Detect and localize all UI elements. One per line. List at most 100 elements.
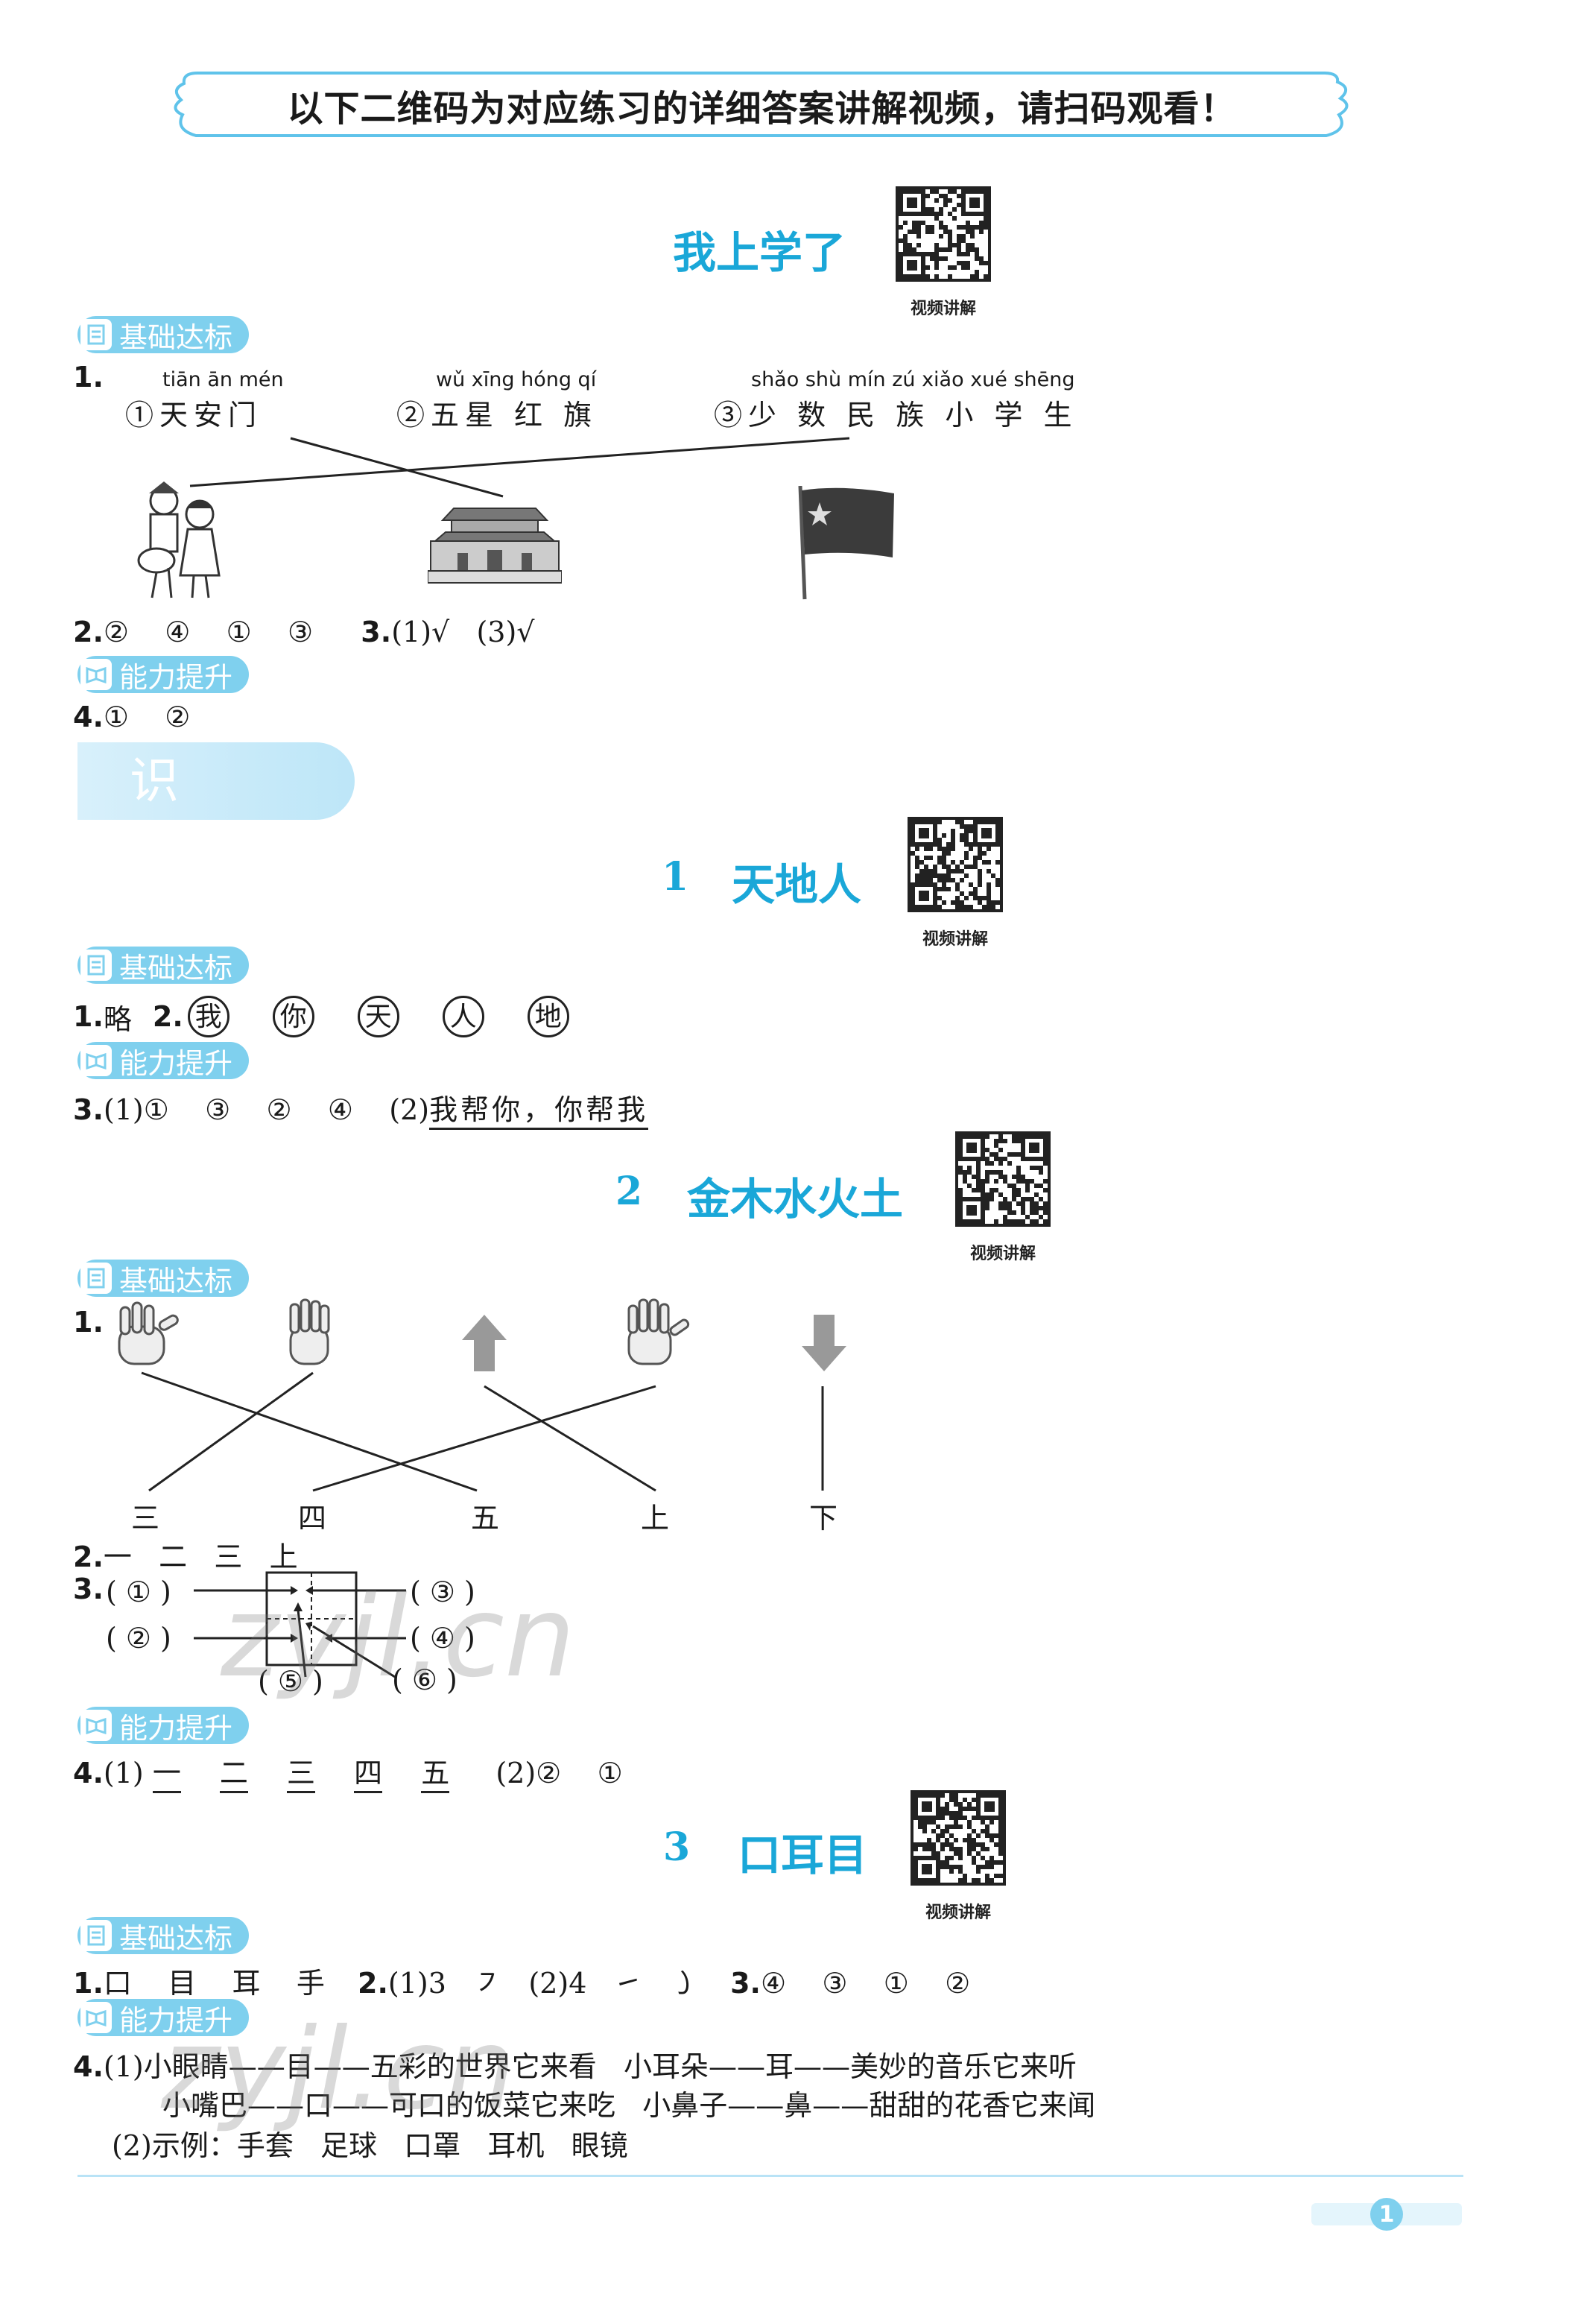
page-number-badge: 1 <box>1310 2197 1463 2231</box>
answer: (2)② ① <box>495 1757 623 1789</box>
book-icon <box>80 1045 112 1076</box>
banner-cloud-border <box>174 72 1349 137</box>
qr-caption: 视频讲解 <box>910 300 976 318</box>
section-number: 1 <box>662 854 689 900</box>
match-label: 三 <box>131 1502 160 1535</box>
qr-code[interactable] <box>911 1790 1006 1886</box>
answer: (1)小眼睛——目——五彩的世界它来看 小耳朵——耳——美妙的音乐它来听 <box>103 2050 1077 2083</box>
banner-text: 以下二维码为对应练习的详细答案讲解视频，请扫码观看！ <box>287 88 1237 130</box>
section-title: 口耳目 <box>738 1830 868 1880</box>
pinyin: tiān ān mén <box>162 368 284 391</box>
q-number: 1. <box>73 1306 104 1339</box>
tag-label: 能力提升 <box>119 1046 233 1080</box>
tag-basic: 基础达标 <box>77 1917 250 1955</box>
q1-pictures <box>118 1298 846 1371</box>
document-icon <box>80 319 112 350</box>
answer: (1) <box>103 1757 144 1789</box>
tag-label: 基础达标 <box>119 320 233 354</box>
answer: (1)① ③ ② ④ (2) <box>103 1093 430 1126</box>
document-icon <box>80 1263 112 1294</box>
answer: (1)√ (3)√ <box>391 616 535 648</box>
section-title: 我上学了 <box>673 227 846 278</box>
hand-four-icon <box>289 1298 330 1365</box>
q-number: 2. <box>73 616 104 648</box>
answer-line: 4.(1) 一 二 三 四 五 (2)② ① <box>73 1750 623 1793</box>
tag-advance: 能力提升 <box>77 1707 250 1745</box>
answer: 小嘴巴——口——可口的饭菜它来吃 小鼻子——鼻——甜甜的花香它来闻 <box>162 2089 1096 2122</box>
q-number: 1. <box>73 1967 104 2000</box>
document-icon <box>80 950 112 981</box>
tag-label: 能力提升 <box>119 2003 233 2037</box>
national-flag-illustration <box>798 486 894 600</box>
tag-label: 基础达标 <box>119 1921 233 1955</box>
match-label: 下 <box>809 1502 838 1535</box>
circled-char: 人 <box>442 996 484 1037</box>
q-number: 4. <box>73 2050 104 2083</box>
hand-three-icon <box>118 1301 179 1365</box>
arrow-up-icon <box>462 1315 507 1371</box>
qr-code[interactable] <box>908 817 1003 912</box>
top-banner: 以下二维码为对应练习的详细答案讲解视频，请扫码观看！ <box>168 67 1356 143</box>
qr-code[interactable] <box>896 186 991 282</box>
underlined-answer: 四 <box>354 1757 383 1793</box>
qr-pattern <box>911 820 1000 909</box>
tag-basic: 基础达标 <box>77 947 250 985</box>
pinyin: shǎo shù mín zú xiǎo xué shēng <box>751 368 1075 391</box>
circled-char: 我 <box>187 996 229 1037</box>
tag-advance: 能力提升 <box>77 1042 250 1080</box>
circled-char: 天 <box>357 996 399 1037</box>
section-title: 金木水火土 <box>687 1174 904 1225</box>
book-icon <box>80 2002 112 2033</box>
tian-grid-diagram <box>194 1571 406 1678</box>
q-number: 2. <box>152 1000 183 1033</box>
underlined-answer: 三 <box>287 1757 316 1793</box>
underlined-answer: 一 <box>152 1757 181 1793</box>
stroke-mark: ( ⑤ ) <box>258 1665 323 1698</box>
item-text: ③少 数 民 族 小 学 生 <box>714 399 1078 432</box>
qr-caption: 视频讲解 <box>969 1245 1036 1263</box>
answer-line: 4.① ② <box>73 701 190 733</box>
qr-pattern <box>913 1793 1003 1883</box>
answer-line: 1.口 目 耳 手 2.(1)3 ㇇ (2)4 ㇀ ㇁ 3.④ ③ ① ② <box>73 1960 970 2001</box>
answer-line: 2.② ④ ① ③ 3.(1)√ (3)√ <box>73 616 535 648</box>
tag-advance: 能力提升 <box>77 656 250 694</box>
qr-pattern <box>958 1134 1048 1224</box>
circled-char: 地 <box>527 996 569 1037</box>
watermark: zyjl.cn <box>221 1573 576 1702</box>
answer: 口 目 耳 手 <box>103 1967 325 2000</box>
answer: (2)示例：手套 足球 口罩 耳机 眼镜 <box>112 2129 628 2162</box>
underlined-answer: 我帮你，你帮我 <box>429 1093 649 1130</box>
item-text: ①天安门 <box>125 399 263 432</box>
q-number: 1. <box>73 361 104 394</box>
q-number: 2. <box>73 1541 104 1573</box>
qr-caption: 视频讲解 <box>922 930 988 949</box>
tag-label: 基础达标 <box>119 951 233 985</box>
children-illustration <box>137 481 221 598</box>
answer-line: 3.(1)① ③ ② ④ (2)我帮你，你帮我 <box>73 1087 649 1130</box>
qr-code[interactable] <box>955 1131 1051 1227</box>
pinyin: wǔ xīng hóng qí <box>436 368 597 391</box>
match-label: 四 <box>298 1502 327 1535</box>
answer: 一 二 三 上 <box>103 1541 298 1573</box>
answer: (1)3 ㇇ (2)4 ㇀ ㇁ <box>387 1967 697 2000</box>
tiananmen-illustration <box>428 508 562 584</box>
section-number: 3 <box>663 1824 691 1870</box>
answer-line: 1.略 2. 我 你 天 人 地 <box>73 996 612 1037</box>
item-text: ②五星 红 旗 <box>396 399 598 432</box>
section-number: 2 <box>615 1169 643 1214</box>
circled-char: 你 <box>272 996 314 1037</box>
tag-advance: 能力提升 <box>77 1999 250 2037</box>
q-number: 4. <box>73 1757 104 1789</box>
tag-label: 基础达标 <box>119 1264 233 1298</box>
answer-line: 4.(1)小眼睛——目——五彩的世界它来看 小耳朵——耳——美妙的音乐它来听 <box>73 2044 1077 2085</box>
stroke-mark: ( ③ ) <box>410 1576 475 1608</box>
stroke-mark: ( ① ) <box>106 1576 171 1608</box>
footer-rule <box>77 2175 1463 2177</box>
tag-label: 能力提升 <box>119 660 233 694</box>
q-number: 3. <box>361 616 392 648</box>
stroke-mark: ( ② ) <box>106 1622 171 1655</box>
answer: ④ ③ ① ② <box>760 1967 971 2000</box>
q-number: 2. <box>358 1967 388 2000</box>
underlined-answer: 二 <box>219 1757 248 1793</box>
arrow-down-icon <box>802 1315 846 1371</box>
